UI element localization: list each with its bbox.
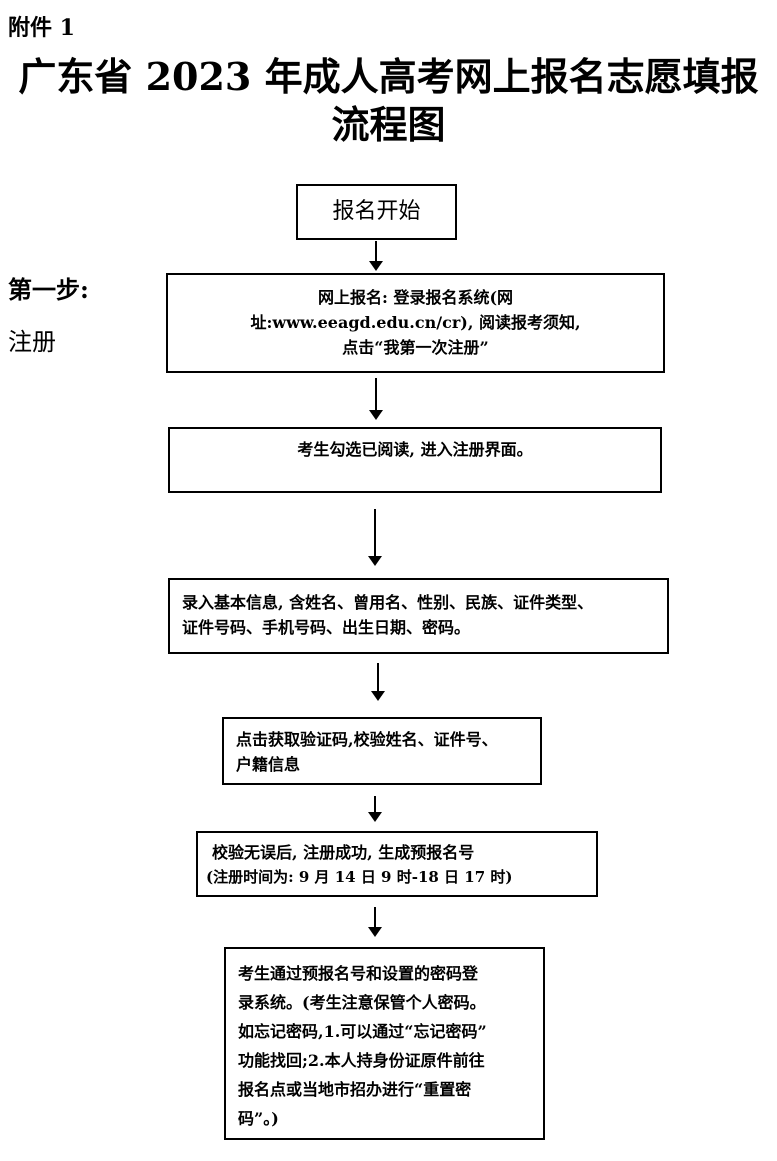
step-label: 第一步:: [8, 275, 89, 304]
attachment-label: 附件 1: [8, 15, 75, 41]
flow-box-line: 考生通过预报名号和设置的密码登: [238, 964, 479, 983]
flow-box-line: 点击“我第一次注册”: [342, 338, 489, 357]
flow-box-line: 如忘记密码,1.可以通过“忘记密码”: [238, 1022, 487, 1041]
flow-box-line: 校验无误后, 注册成功, 生成预报名号: [212, 843, 475, 862]
flow-box-line: 网上报名: 登录报名系统(网: [317, 288, 514, 307]
flow-box-basic-info: 录入基本信息, 含姓名、曾用名、性别、民族、证件类型、 证件号码、手机号码、出生…: [168, 578, 669, 654]
flow-box-start-text: 报名开始: [332, 199, 421, 224]
flow-box-line: 录系统。(考生注意保管个人密码。: [238, 993, 486, 1012]
flow-arrow: [368, 509, 382, 566]
page-title-continued: 流程图: [331, 102, 446, 147]
flow-box-line: 户籍信息: [236, 755, 301, 774]
flow-box-start: 报名开始: [296, 184, 457, 240]
flow-box-line: 功能找回;2.本人持身份证原件前往: [238, 1051, 485, 1070]
step-name: 注册: [8, 328, 56, 356]
flow-box-line: 点击获取验证码,校验姓名、证件号、: [236, 730, 498, 749]
flow-box-line: 码”。): [238, 1109, 279, 1128]
flow-box-success: 校验无误后, 注册成功, 生成预报名号 (注册时间为: 9 月 14 日 9 时…: [196, 831, 598, 897]
flow-box-line: 考生勾选已阅读, 进入注册界面。: [297, 440, 533, 459]
flow-arrow: [369, 378, 383, 420]
flow-arrow: [369, 241, 383, 271]
flow-box-line: 证件号码、手机号码、出生日期、密码。: [182, 618, 471, 637]
flow-box-login: 考生通过预报名号和设置的密码登 录系统。(考生注意保管个人密码。 如忘记密码,1…: [224, 947, 545, 1140]
flow-box-line: 录入基本信息, 含姓名、曾用名、性别、民族、证件类型、: [182, 593, 594, 612]
flow-box-line: 址:www.eeagd.edu.cn/cr), 阅读报考须知,: [250, 313, 581, 332]
flow-box-agree: 考生勾选已阅读, 进入注册界面。: [168, 427, 662, 493]
flow-box-online-register: 网上报名: 登录报名系统(网 址:www.eeagd.edu.cn/cr), 阅…: [166, 273, 665, 373]
flow-arrow: [368, 796, 382, 822]
flow-box-line: 报名点或当地市招办进行“重置密: [238, 1080, 472, 1099]
flow-box-verify: 点击获取验证码,校验姓名、证件号、 户籍信息: [222, 717, 542, 785]
flow-arrow: [371, 663, 385, 701]
flow-box-line: (注册时间为: 9 月 14 日 9 时-18 日 17 时): [206, 868, 513, 886]
page-title: 广东省 2023 年成人高考网上报名志愿填报: [18, 54, 759, 99]
flow-arrow: [368, 907, 382, 937]
